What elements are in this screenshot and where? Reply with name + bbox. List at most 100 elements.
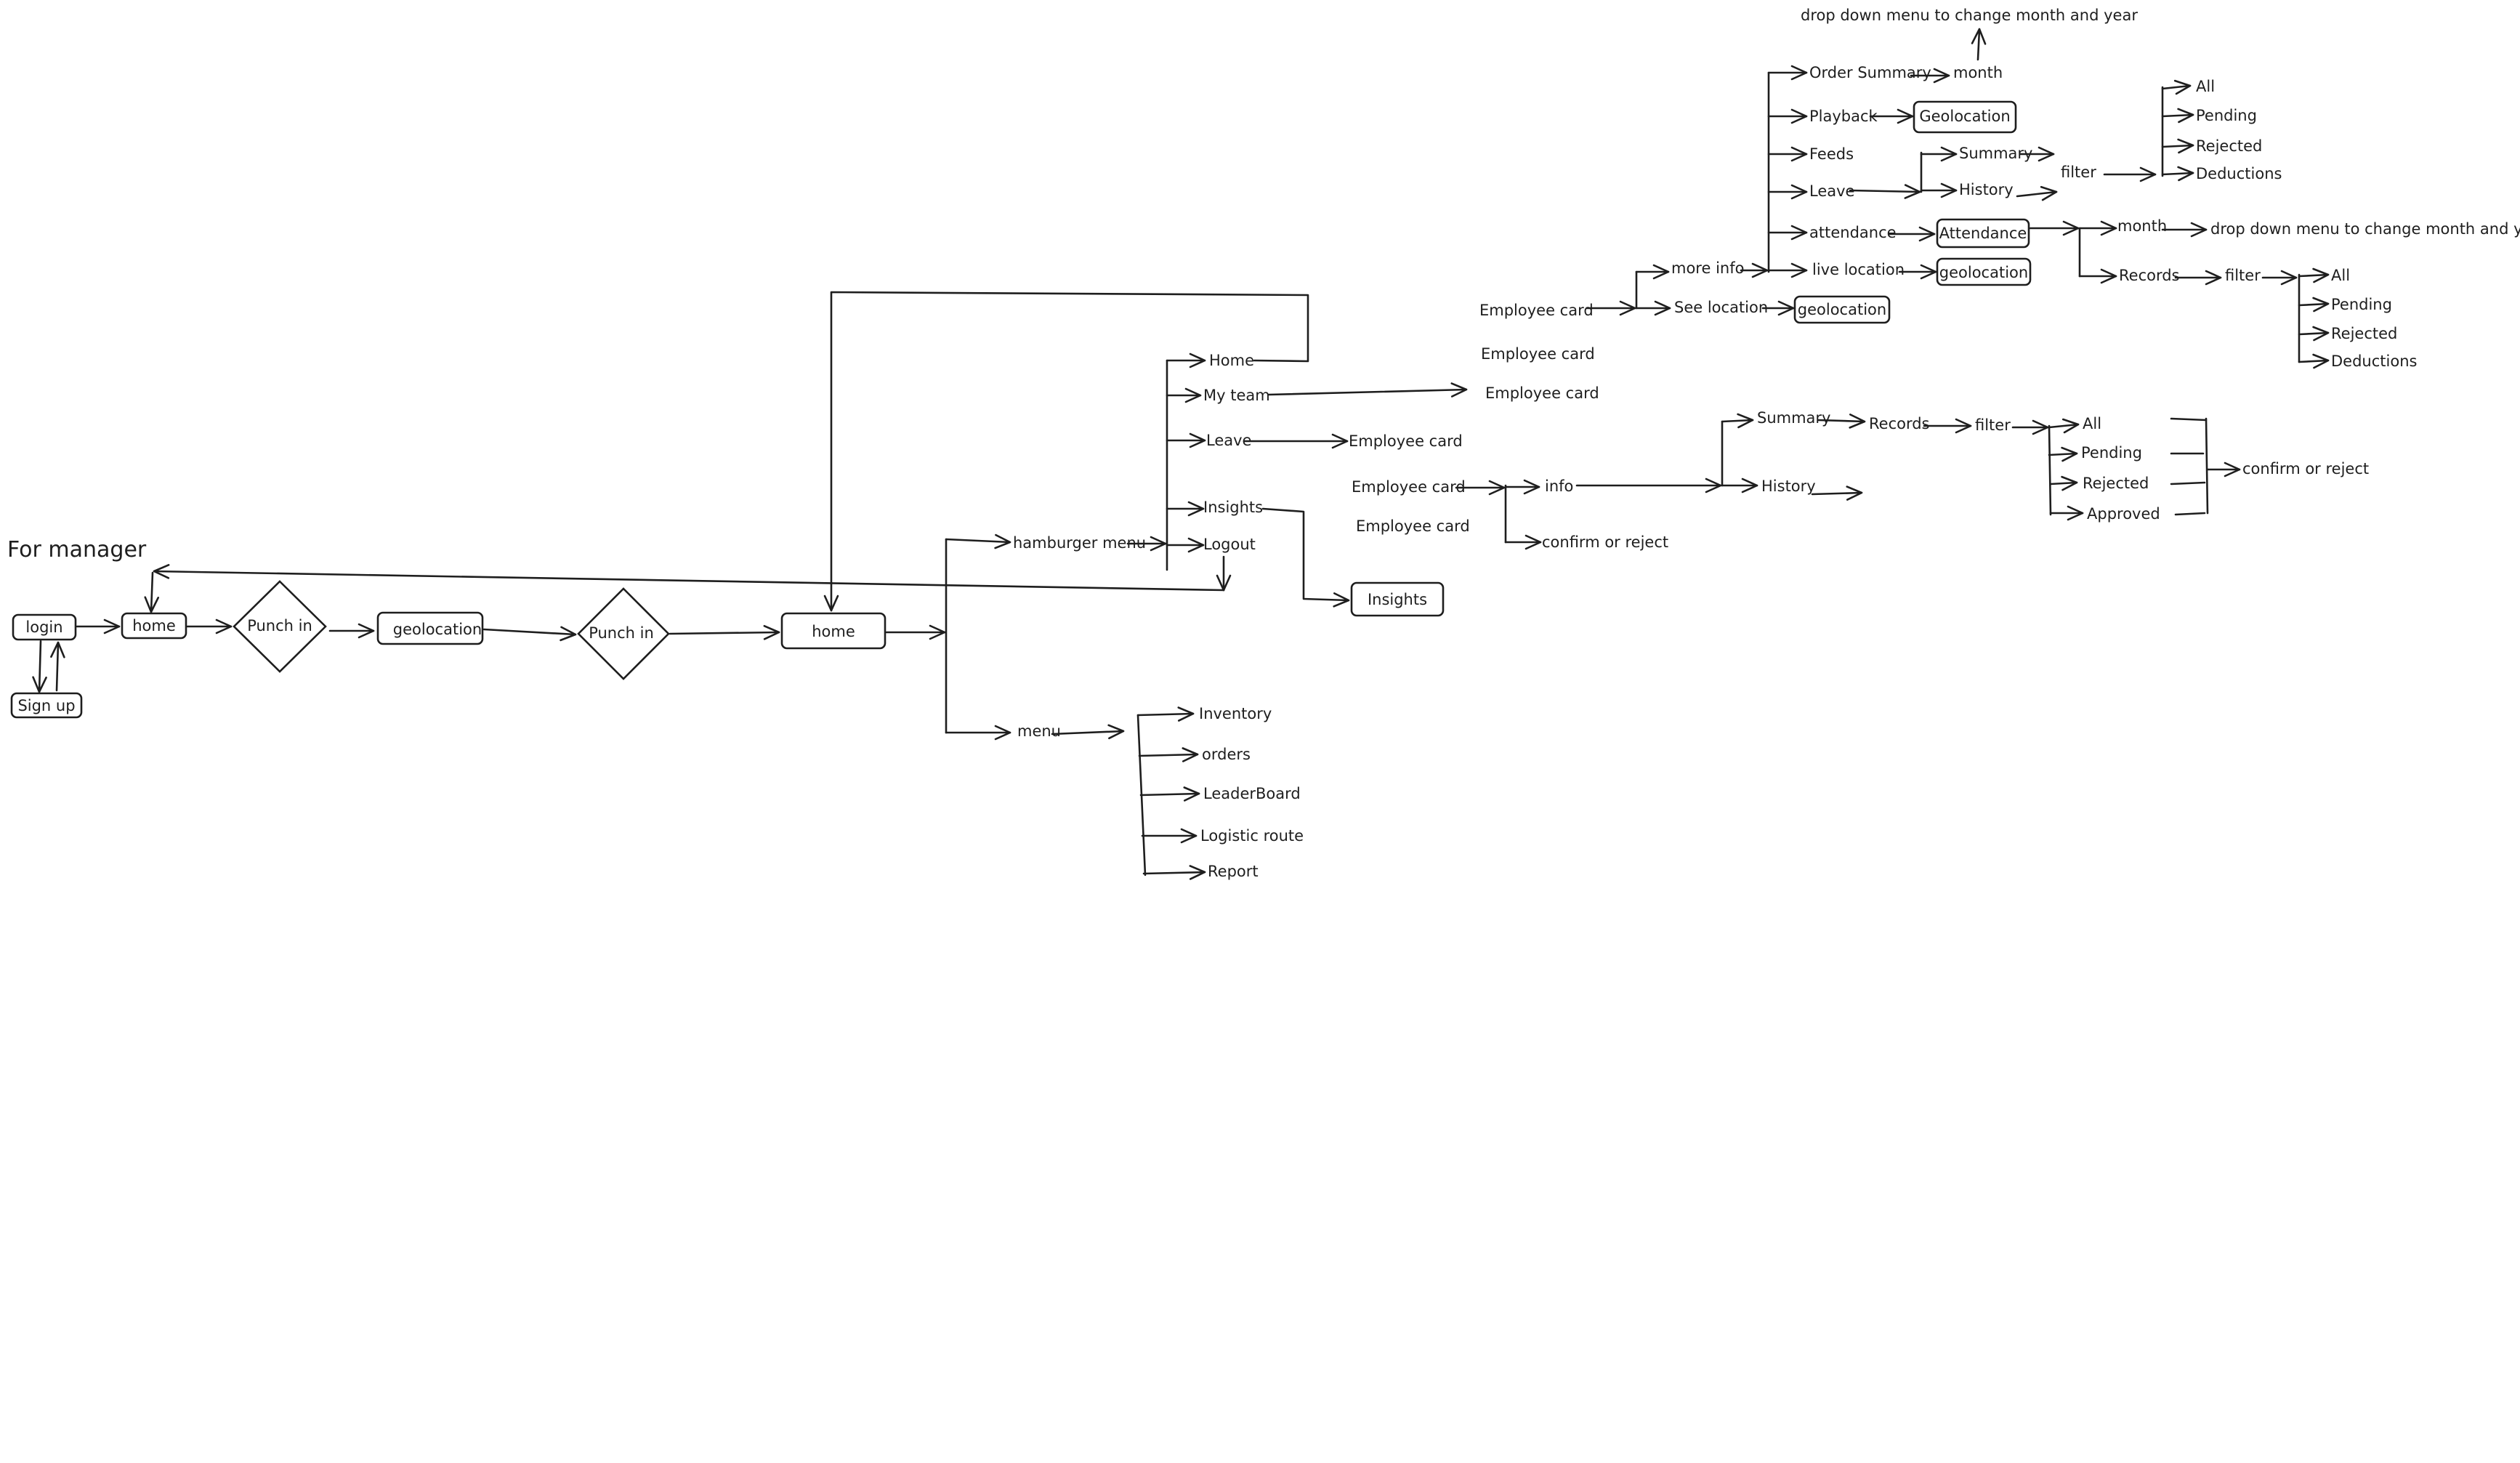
menu-item-report: Report bbox=[1208, 863, 1259, 880]
filter-label-1: filter bbox=[1975, 416, 2011, 434]
mi-live-location: live location bbox=[1812, 261, 1905, 278]
menu-item-inventory: Inventory bbox=[1199, 705, 1272, 722]
option-tick-all bbox=[2170, 417, 2208, 422]
info-label: info bbox=[1545, 477, 1573, 495]
signup-to-login-arrow bbox=[50, 641, 65, 692]
records-label-2: Records bbox=[2119, 267, 2180, 284]
summary-to-records-arrow bbox=[1817, 414, 1866, 429]
mi-leave: Leave bbox=[1809, 182, 1854, 200]
option-all-1: All bbox=[2083, 415, 2101, 432]
employee-card-label-1: Employee card bbox=[1479, 302, 1594, 319]
geolocation-to-punchin-arrow bbox=[482, 626, 577, 642]
attendance-box bbox=[1936, 218, 2030, 249]
employee-card-label-5: Employee card bbox=[1356, 517, 1470, 535]
mi-attendance: attendance bbox=[1809, 224, 1897, 241]
home-small-box bbox=[121, 612, 187, 640]
option-approved-1: Approved bbox=[2087, 505, 2160, 523]
mi-playback: Playback bbox=[1809, 108, 1878, 125]
month-up-arrow bbox=[1971, 28, 1987, 61]
option-arrow-rejected-2 bbox=[2161, 138, 2194, 154]
option-arrow-all-1 bbox=[2048, 418, 2080, 434]
month-label-2: month bbox=[2117, 217, 2167, 235]
geolocation-box-seeloc bbox=[1793, 295, 1891, 324]
logout-back-drop-arrow bbox=[144, 571, 160, 613]
menu-arrow-leaderboard bbox=[1139, 786, 1200, 802]
home-small-label: home bbox=[132, 617, 176, 634]
insights-elbow-arrow bbox=[1261, 507, 1350, 608]
option-rejected-2: Rejected bbox=[2196, 137, 2262, 155]
home-loop-arrow bbox=[823, 291, 1309, 612]
login-to-signup-arrow bbox=[32, 640, 47, 693]
more-info-label: more info bbox=[1671, 259, 1744, 277]
geolocation-label-live: geolocation bbox=[1939, 264, 2028, 281]
menu-arrow-inventory bbox=[1136, 706, 1195, 722]
logout-back-arrow bbox=[153, 564, 1225, 592]
ham-item-logout: Logout bbox=[1203, 536, 1256, 553]
history-label-2: History bbox=[1959, 181, 2014, 198]
history-out-arrow bbox=[1811, 485, 1863, 501]
geolocation-main-box bbox=[376, 611, 484, 645]
insights-box bbox=[1350, 581, 1445, 617]
history2-out-arrow bbox=[2016, 185, 2058, 201]
see-location-label: See location bbox=[1674, 299, 1768, 316]
option-arrow-pending-3 bbox=[2298, 297, 2330, 313]
geolocation-label-playback: Geolocation bbox=[1919, 108, 2010, 125]
menu-label: menu bbox=[1017, 722, 1061, 740]
punch-in-label-2: Punch in bbox=[589, 624, 654, 642]
menu-to-items-arrow bbox=[1051, 724, 1125, 740]
dropdown-note-1: drop down menu to change month and year bbox=[1801, 7, 2138, 24]
login-box bbox=[12, 613, 77, 641]
menu-arrow-orders bbox=[1138, 747, 1199, 762]
home-main-label: home bbox=[812, 623, 855, 640]
confirm-reject-label-2: confirm or reject bbox=[2242, 460, 2369, 477]
filter-label-3: filter bbox=[2225, 267, 2261, 284]
employee-card-label-4: Employee card bbox=[1352, 478, 1466, 496]
employee-card-label-3: Employee card bbox=[1485, 384, 1599, 402]
option-pending-3: Pending bbox=[2331, 296, 2392, 313]
employee-card-label-2: Employee card bbox=[1481, 345, 1595, 363]
option-arrow-rejected-1 bbox=[2049, 475, 2078, 491]
option-arrow-rejected-3 bbox=[2298, 326, 2330, 342]
punch-in-label-1: Punch in bbox=[247, 617, 312, 634]
signup-box bbox=[10, 692, 83, 719]
geolocation-box-live bbox=[1936, 257, 2032, 286]
option-arrow-pending-2 bbox=[2161, 108, 2194, 124]
insights-box-label: Insights bbox=[1368, 591, 1427, 608]
ham-item-home: Home bbox=[1209, 352, 1254, 369]
myteam-to-employee-arrow bbox=[1267, 382, 1468, 398]
filter-options-trunk-1 bbox=[2048, 424, 2052, 516]
option-arrow-deductions-3 bbox=[2298, 353, 2330, 369]
option-rejected-1: Rejected bbox=[2083, 475, 2149, 492]
menu-arrow-report bbox=[1142, 865, 1206, 880]
ham-item-insights: Insights bbox=[1203, 499, 1263, 516]
options-collect-trunk bbox=[2205, 417, 2209, 515]
menu-item-logistic: Logistic route bbox=[1200, 827, 1304, 845]
geolocation-label-seeloc: geolocation bbox=[1798, 301, 1886, 318]
option-pending-2: Pending bbox=[2196, 107, 2257, 124]
diagram-title: For manager bbox=[7, 537, 147, 563]
punchin-to-home-arrow bbox=[669, 624, 780, 640]
history-label-1: History bbox=[1761, 477, 1816, 495]
option-arrow-all-2 bbox=[2161, 79, 2192, 95]
menu-item-leaderboard: LeaderBoard bbox=[1203, 785, 1301, 802]
option-rejected-3: Rejected bbox=[2331, 325, 2397, 342]
home-main-box bbox=[780, 612, 887, 650]
option-all-2: All bbox=[2196, 78, 2215, 95]
menu-item-orders: orders bbox=[1202, 746, 1251, 763]
dropdown-note-2: drop down menu to change month and year bbox=[2210, 220, 2520, 238]
ham-item-myteam: My team bbox=[1203, 387, 1270, 404]
summary-label-1: Summary bbox=[1757, 409, 1830, 427]
option-tick-rejected bbox=[2170, 481, 2206, 485]
mi-order-summary: Order Summary bbox=[1809, 64, 1931, 81]
to-summary-arrow bbox=[1721, 413, 1754, 429]
mi-leave-to-branch-arrow bbox=[1849, 184, 1921, 199]
option-deductions-3: Deductions bbox=[2331, 352, 2417, 370]
confirm-reject-label-1: confirm or reject bbox=[1542, 533, 1668, 551]
hamburger-menu-label: hamburger menu bbox=[1013, 534, 1146, 552]
option-arrow-deductions-2 bbox=[2161, 166, 2194, 182]
mi-feeds: Feeds bbox=[1809, 145, 1854, 163]
option-deductions-2: Deductions bbox=[2196, 165, 2282, 182]
geolocation-box-playback bbox=[1913, 100, 2017, 134]
geolocation-main-label: geolocation bbox=[393, 621, 482, 638]
